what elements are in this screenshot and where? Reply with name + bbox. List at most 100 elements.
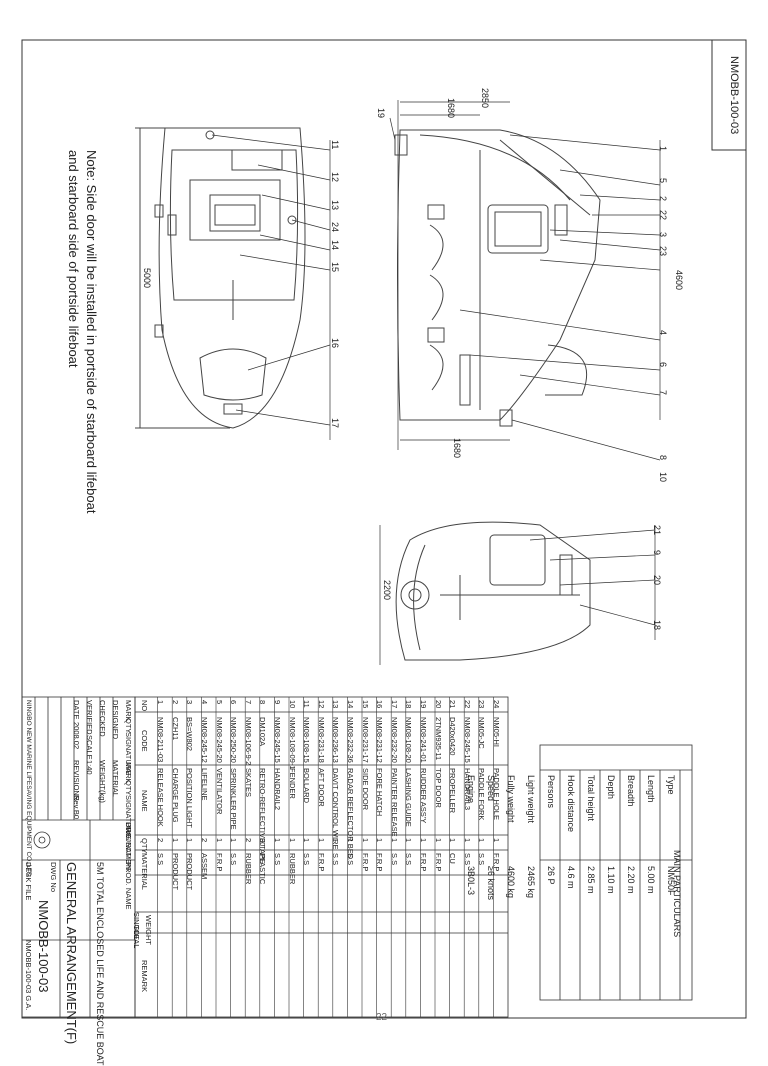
parts-name-cell: PAINTER RELEASE (389, 768, 399, 837)
parts-code-cell: NM08-245-15 (273, 717, 282, 763)
callout-label: 13 (330, 200, 340, 211)
parts-code-cell: NM08-232-36 (346, 717, 355, 763)
parts-material-cell: S.S (273, 853, 282, 866)
parts-qty-cell: 2 (243, 838, 253, 843)
parts-qty-cell: 2 (156, 838, 166, 843)
parts-code-cell: CZH11 (170, 717, 180, 741)
parts-code-cell: NM08-231-12 (375, 717, 385, 763)
callout-label: 22 (658, 210, 668, 221)
particulars-label: Hook distance (566, 775, 576, 833)
parts-no-cell: 17 (389, 700, 399, 709)
parts-name-cell: RUDDER ASS'Y (419, 768, 428, 824)
particulars-value: 2.85 m (586, 866, 596, 894)
parts-material-cell: RUBBER (243, 853, 253, 885)
parts-no-cell: 12 (316, 700, 326, 709)
parts-code-cell: NM08-106-9-2 (243, 717, 253, 766)
parts-name-cell: FENDER (287, 768, 297, 799)
dim-top-length: 5000 (142, 268, 152, 289)
parts-name-cell: BOLLARD (302, 768, 312, 804)
particulars-value: 26 P (546, 866, 556, 885)
tb-scale: SCALE (85, 735, 94, 760)
parts-material-cell: S.S (229, 853, 239, 866)
parts-name-cell: RETRO-REFLECTIVE TAPE (258, 768, 268, 864)
parts-qty-cell: 1 (214, 838, 224, 843)
parts-no-cell: 2 (170, 700, 180, 705)
parts-no-cell: 15 (360, 700, 370, 709)
callout-label: 9 (652, 550, 662, 556)
parts-qty-cell: 1 (404, 838, 414, 843)
parts-qty-cell: 1 (346, 838, 355, 843)
parts-name-cell: VENTILATOR (214, 768, 224, 815)
parts-header-code: CODE (140, 730, 149, 752)
parts-no-cell: 13 (331, 700, 341, 709)
parts-name-cell: PADDLE FORK (477, 768, 487, 821)
parts-no-cell: 8 (258, 700, 268, 705)
parts-code-cell: NM08-108-09-1 (287, 717, 297, 770)
parts-qty-cell: 1 (331, 838, 341, 843)
drawing-code-top: NMOBB-100-03 (728, 56, 740, 135)
parts-code-cell: D420x0420 (448, 717, 458, 756)
parts-header-total: TOTAL (132, 925, 141, 949)
tb-desk-file-label: DESK FILE (24, 862, 33, 901)
callout-label: 8 (658, 455, 668, 461)
parts-material-cell: F.R.P (360, 853, 370, 872)
parts-material-cell: S.S (302, 853, 312, 866)
parts-qty-cell: 1 (302, 838, 312, 843)
parts-name-cell: LIFELINE (200, 768, 209, 801)
callout-label: 1 (658, 146, 668, 152)
parts-code-cell: NM08-108-15 (302, 717, 312, 763)
parts-name-cell: RADAR REFLECTOR BED (346, 768, 355, 860)
parts-header-qty: QTY (140, 838, 149, 854)
parts-no-cell: 3 (185, 700, 195, 705)
parts-no-cell: 18 (404, 700, 414, 709)
tb-prod-name: 5M TOTAL ENCLOSED LIFE AND RESCUE BOAT (95, 862, 105, 1066)
callout-label: 10 (658, 472, 668, 483)
parts-name-cell: PROPELLER (448, 768, 458, 814)
tb-checked: CHECKED (98, 700, 107, 737)
parts-name-cell: CHARGE PLUG (170, 768, 180, 823)
parts-material-cell: F.R.P (492, 853, 501, 872)
particulars-value: 3B0L-3 (466, 866, 476, 896)
parts-header-weight: WEIGHT (144, 915, 153, 945)
tb-sign-qty-2: QTY (124, 780, 133, 796)
parts-qty-cell: 1 (287, 838, 297, 843)
parts-qty-cell: 1 (389, 838, 399, 843)
parts-code-cell: NM05-HI (492, 717, 501, 748)
particulars-label: Fully weight (506, 775, 516, 823)
title-block-grid (21, 696, 136, 1018)
parts-no-cell: 16 (375, 700, 385, 709)
parts-code-cell: NM08-241-01 (419, 717, 428, 763)
parts-qty-cell: 1 (477, 838, 487, 843)
parts-code-cell: NM08-231-17 (360, 717, 370, 763)
parts-material-cell: PRODUCT (170, 853, 180, 891)
callout-label: 23 (658, 246, 668, 257)
particulars-value: 4600 kg (506, 866, 516, 899)
parts-material-cell: RUBBER (287, 853, 297, 885)
parts-name-cell: PADDLE HOLE (492, 768, 501, 820)
parts-material-cell: ASSEM (200, 853, 209, 880)
parts-qty-cell: 1 (273, 838, 282, 843)
parts-code-cell: NM08-245-12 (200, 717, 209, 763)
note-line-1: Note: Side door will be installed in por… (84, 150, 99, 514)
parts-no-cell: 14 (346, 700, 355, 709)
parts-qty-cell: 1 (462, 838, 472, 843)
parts-material-cell: S.S (331, 853, 341, 866)
parts-code-cell: NM08-232-20 (389, 717, 399, 763)
parts-qty-cell: 1 (375, 838, 385, 843)
parts-material-cell: S.S (477, 853, 487, 866)
note-line-2: and starboard side of portside lifeboat (66, 150, 81, 368)
parts-qty-cell: 30 (258, 838, 268, 847)
callout-label: 7 (658, 390, 668, 396)
parts-name-cell: SPRINKLER PIPE (229, 768, 239, 830)
parts-code-cell: NM05-JC (477, 717, 487, 749)
parts-header-material: MATERIAL (140, 853, 149, 890)
parts-code-cell: NM08-236-13 (331, 717, 341, 763)
parts-material-cell: S.S (462, 853, 472, 866)
callout-label: 12 (330, 172, 340, 183)
drawing-sheet (21, 39, 747, 1019)
parts-material-cell: S.S (156, 853, 166, 866)
parts-qty-cell: 2 (200, 838, 209, 843)
parts-no-cell: 20 (433, 700, 443, 709)
particulars-label: Total height (586, 775, 596, 822)
rear-view-drawing (395, 521, 591, 661)
